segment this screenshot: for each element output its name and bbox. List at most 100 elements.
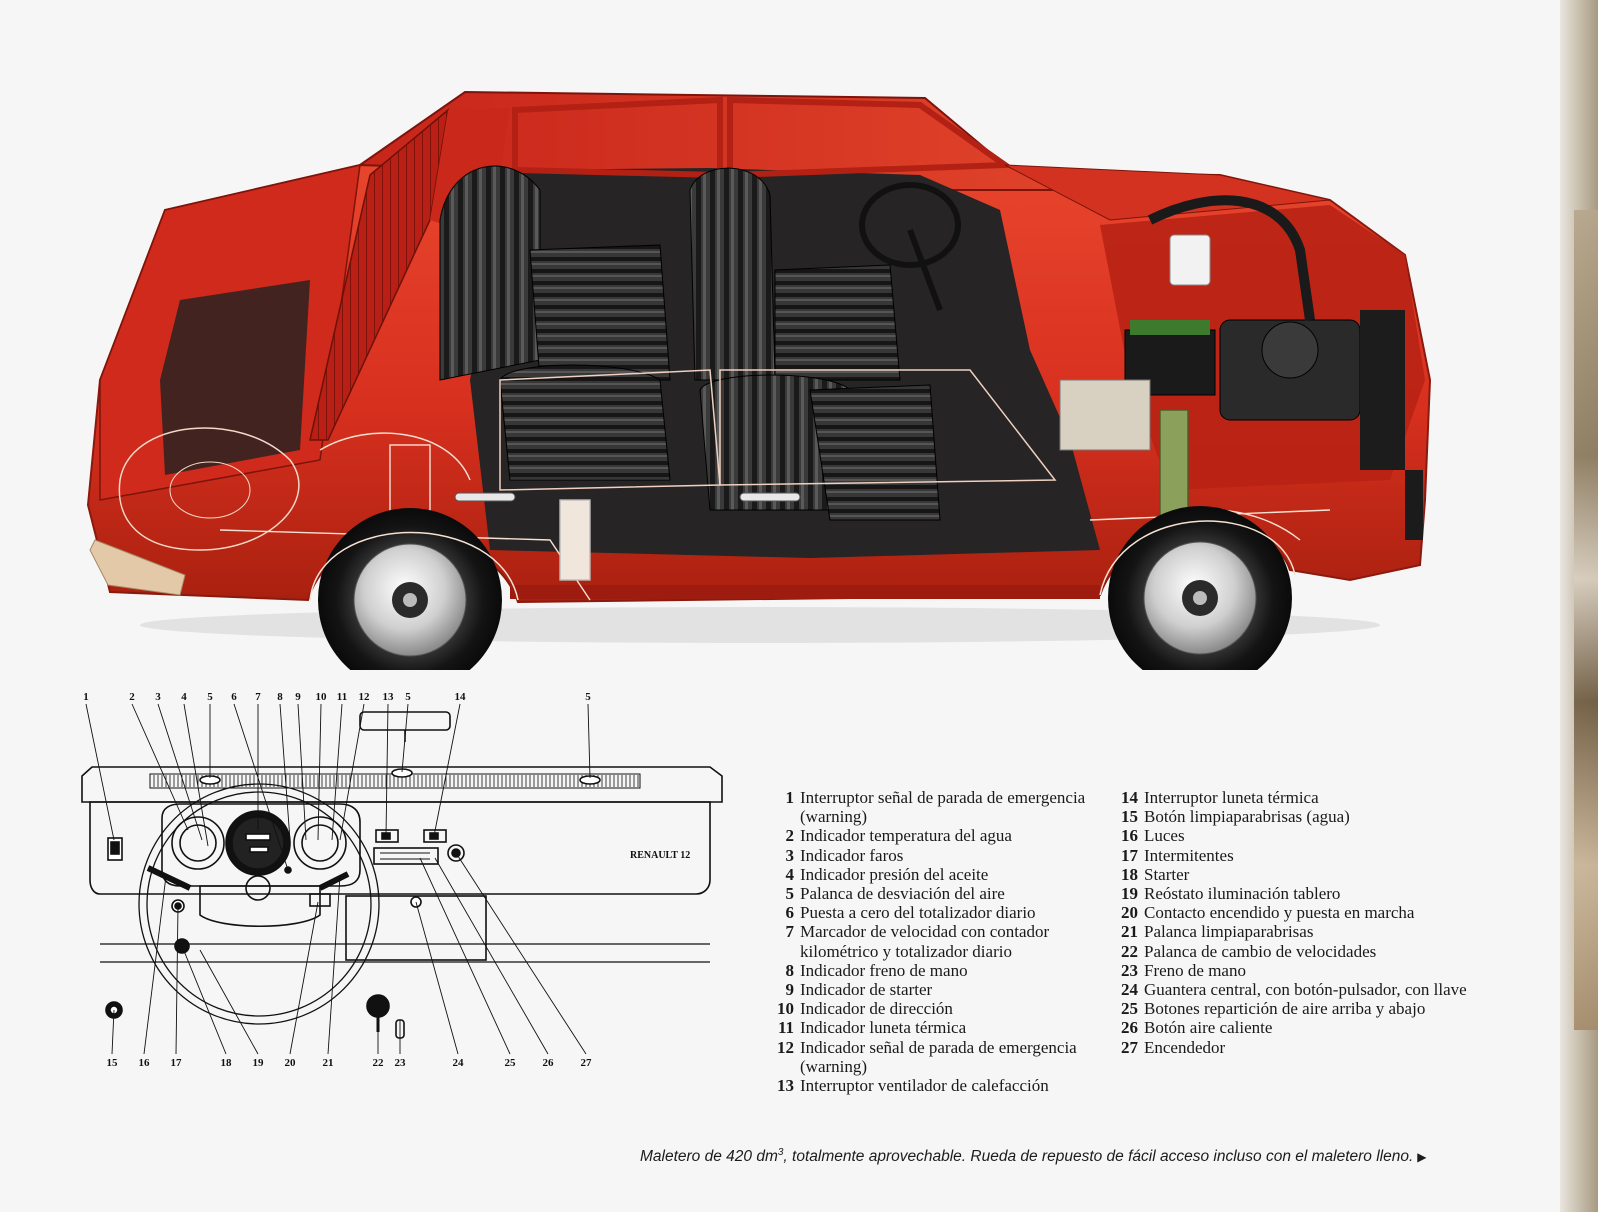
legend-text: Freno de mano <box>1144 960 1246 980</box>
callout-number-bottom: 20 <box>285 1057 297 1069</box>
leader-line <box>327 875 341 1055</box>
light-stalk <box>146 865 192 891</box>
leader-line <box>85 703 115 841</box>
leader-line <box>331 703 343 841</box>
brand-plate: RENAULT 12 <box>630 850 690 861</box>
odometer <box>245 833 271 841</box>
callout-number-top: 10 <box>316 691 328 703</box>
rear-seat-cushion <box>529 244 671 381</box>
heater-fan-switch <box>375 829 399 843</box>
legend-text: Indicador faros <box>800 845 904 865</box>
rear-suspension <box>219 432 591 601</box>
battery-top <box>1130 320 1210 335</box>
legend-text: Luces <box>1144 826 1185 846</box>
cigarette-lighter <box>447 844 465 862</box>
callout-number-bottom: 21 <box>323 1057 334 1069</box>
caption-text-before: Maletero de 420 dm <box>640 1148 778 1166</box>
front-seat-back <box>689 167 776 381</box>
rear-window <box>309 108 450 441</box>
callout-number-bottom: 23 <box>395 1057 407 1069</box>
legend-number: 3 <box>785 845 795 865</box>
legend-text: Botones repartición de aire arriba y aba… <box>1144 999 1426 1019</box>
leader-line <box>433 703 461 837</box>
washer-reservoir <box>1169 234 1211 286</box>
callout-number-top: 12 <box>359 691 371 703</box>
legend-number: 11 <box>777 1018 794 1038</box>
leader-line <box>143 875 167 1055</box>
legend-text: Palanca de desviación del aire <box>800 884 1005 904</box>
leader-line <box>317 703 322 841</box>
legend-number: 13 <box>777 1076 794 1096</box>
callout-number-bottom: 25 <box>505 1057 517 1069</box>
caption-text-after: , totalmente aprovechable. Rueda de repu… <box>783 1148 1414 1166</box>
legend-number: 16 <box>1121 826 1138 846</box>
steering-hub <box>199 885 321 928</box>
legend-text: Botón limpiaparabrisas (agua) <box>1144 807 1350 827</box>
legend-item: 18 Starter <box>1118 865 1478 884</box>
dashboard-steering-wheel <box>138 783 380 1025</box>
callout-number-bottom: 15 <box>107 1057 119 1069</box>
callout-number-top: 1 <box>83 691 89 703</box>
callout-number-top: 6 <box>231 691 237 703</box>
front-door-panel <box>719 369 1057 486</box>
rear-seat-lower <box>499 364 671 481</box>
legend-number: 14 <box>1121 788 1138 807</box>
callout-number-bottom: 18 <box>221 1057 233 1069</box>
legend-text: Starter <box>1144 864 1190 884</box>
wiper-stalk <box>318 871 350 891</box>
legend-number: 8 <box>785 960 795 980</box>
legend-text: Interruptor luneta térmica <box>1144 788 1319 807</box>
callout-number-bottom: 27 <box>581 1057 593 1069</box>
legend-text: Interruptor señal de parada de emergenci… <box>800 788 1086 827</box>
fuel-gauge-inner <box>301 824 339 862</box>
spare-wheel-hub <box>169 461 251 519</box>
rear-wheel <box>318 508 502 670</box>
leader-line <box>183 703 209 847</box>
front-seat-lower-2 <box>809 384 941 521</box>
callout-number-bottom: 26 <box>543 1057 555 1069</box>
leader-line <box>385 703 389 837</box>
warning-switch-knob <box>110 841 120 855</box>
legend-text: Interruptor ventilador de calefacción <box>800 1076 1049 1096</box>
legend-number: 7 <box>785 922 795 942</box>
legend-number: 18 <box>1121 864 1138 884</box>
front-wheel-arch <box>1099 520 1296 596</box>
legend-text: Indicador freno de mano <box>800 960 968 980</box>
front-bumper <box>1405 470 1423 540</box>
legend-number: 19 <box>1121 884 1138 904</box>
door-handle-front <box>739 492 801 502</box>
legend-number: 12 <box>777 1037 794 1057</box>
trunk-caption: Maletero de 420 dm3, totalmente aprovech… <box>640 1147 1540 1166</box>
legend-text: Palanca limpiaparabrisas <box>1144 922 1314 942</box>
legend-text: Marcador de velocidad con contador kilom… <box>800 922 1050 961</box>
callout-number-top: 4 <box>181 691 187 703</box>
legend-number: 26 <box>1121 1018 1138 1038</box>
trip-counter <box>249 846 269 853</box>
leader-line <box>339 703 365 841</box>
facing-page-strip <box>1574 210 1598 1030</box>
legend-text: Indicador de starter <box>800 980 933 1000</box>
leader-line <box>401 703 409 773</box>
vent-slats <box>153 775 639 787</box>
leader-line <box>111 1009 115 1055</box>
callout-number-top: 8 <box>277 691 283 703</box>
leader-line <box>455 852 587 1055</box>
rear-wheel-arch <box>309 531 519 601</box>
front-wheel <box>1108 506 1292 670</box>
callout-number-top: 5 <box>585 691 591 703</box>
legend-number: 27 <box>1121 1037 1138 1057</box>
leader-line <box>279 703 291 841</box>
rear-bumper <box>89 539 186 596</box>
legend-number: 21 <box>1121 922 1138 942</box>
